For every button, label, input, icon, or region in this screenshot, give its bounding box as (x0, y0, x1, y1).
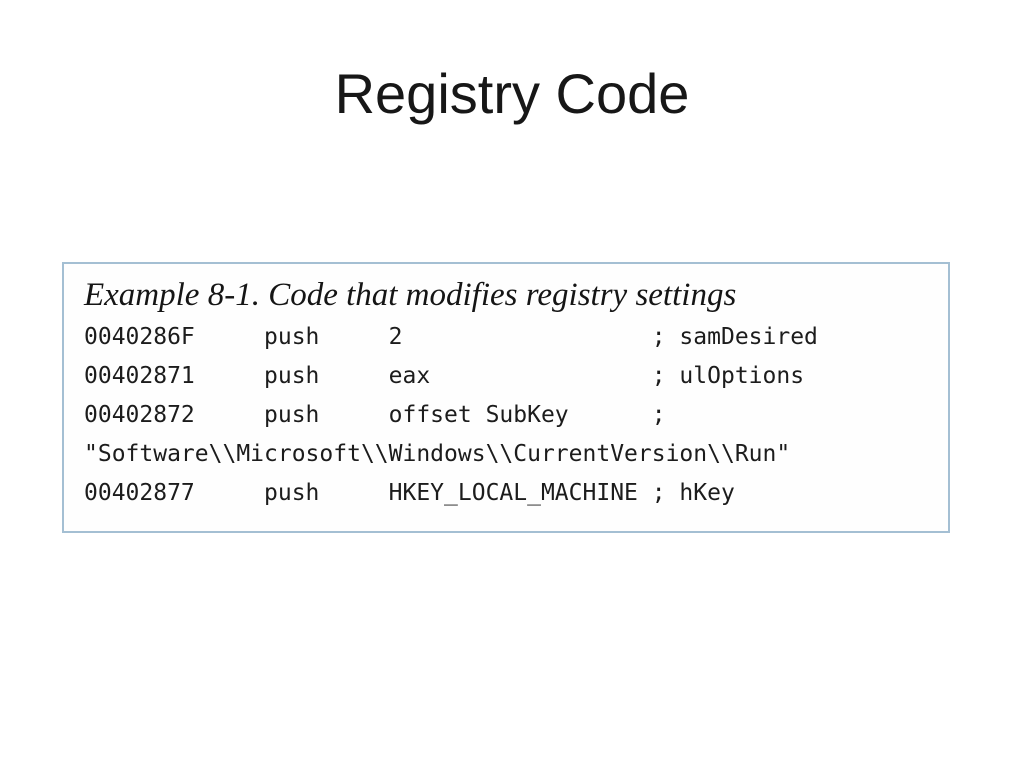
slide-title: Registry Code (334, 62, 690, 125)
example-caption: Example 8-1. Code that modifies registry… (84, 277, 737, 313)
code-example-box: Example 8-1. Code that modifies registry… (62, 262, 950, 533)
assembly-code-listing: 0040286F push 2 ; samDesired 00402871 pu… (84, 324, 818, 506)
